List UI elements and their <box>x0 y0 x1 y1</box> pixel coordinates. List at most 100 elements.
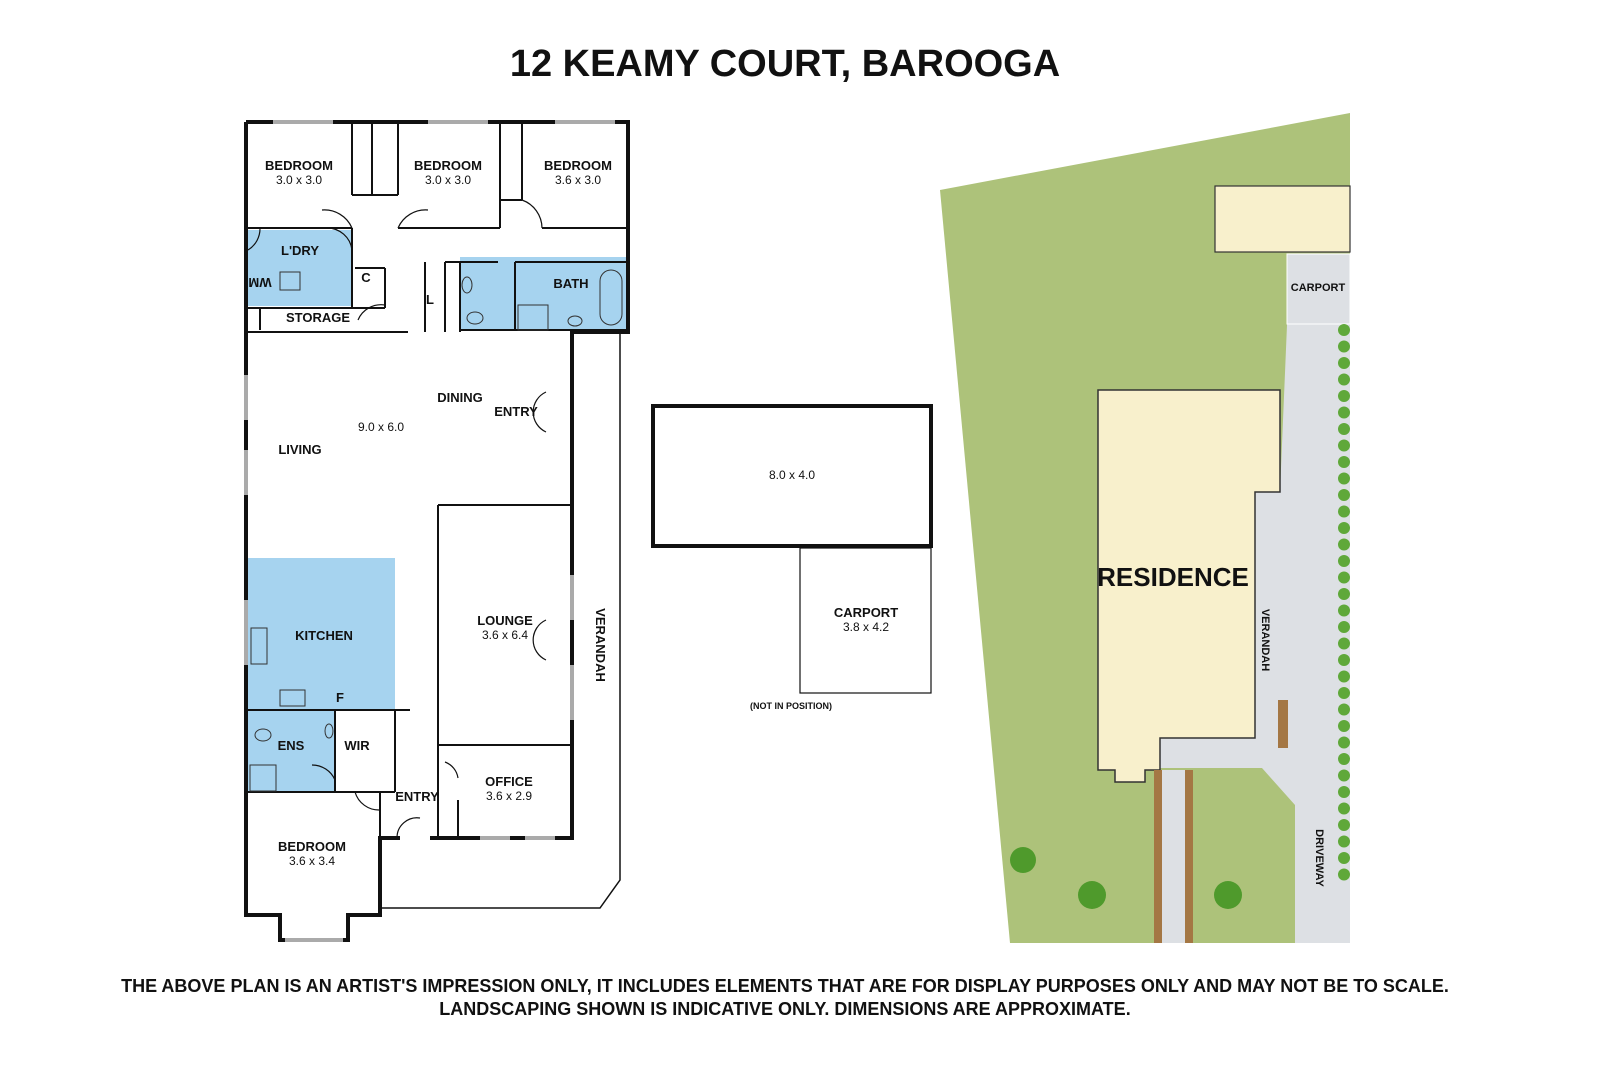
shrub-icon <box>1338 835 1350 848</box>
room-label: BEDROOM <box>544 158 612 173</box>
room-label: OFFICE <box>485 774 533 789</box>
site-carport <box>1286 253 1351 325</box>
room-labels: BEDROOM 3.0 x 3.0 BEDROOM 3.0 x 3.0 BEDR… <box>248 158 612 868</box>
shrub-icon <box>1338 505 1350 518</box>
room-label: BEDROOM <box>414 158 482 173</box>
room-label: L <box>426 292 434 307</box>
room-label: ENS <box>278 738 305 753</box>
shrub-icon <box>1338 588 1350 600</box>
tree-icon <box>1214 881 1242 909</box>
bathtub-icon <box>599 269 623 326</box>
carport-label: CARPORT <box>834 605 898 620</box>
exterior-wall-bedroom <box>244 122 400 942</box>
garden-bed <box>1154 770 1162 943</box>
room-label: VERANDAH <box>593 608 608 682</box>
room-label: DINING <box>437 390 483 405</box>
room-size: 3.6 x 2.9 <box>486 789 532 803</box>
shed-size: 8.0 x 4.0 <box>769 468 815 482</box>
shrub-icon <box>1338 670 1350 683</box>
shrub-icon <box>1338 390 1350 402</box>
shrub-icon <box>1338 621 1350 633</box>
shower-icon <box>249 764 277 792</box>
room-label: BATH <box>553 276 588 291</box>
toilet-icon <box>254 728 272 742</box>
shrub-icon <box>1338 324 1350 336</box>
shrub-icon <box>1338 456 1350 468</box>
floor-plan: BEDROOM 3.0 x 3.0 BEDROOM 3.0 x 3.0 BEDR… <box>244 120 630 942</box>
carport-size: 3.8 x 4.2 <box>843 620 889 634</box>
room-label: STORAGE <box>286 310 350 325</box>
room-label: LIVING <box>278 442 321 457</box>
site-plan: CARPORT RESIDENCE VERANDAH DRIVEWAY <box>940 113 1351 943</box>
room-label: LOUNGE <box>477 613 533 628</box>
room-size: 3.0 x 3.0 <box>425 173 471 187</box>
shrub-icon <box>1338 637 1350 650</box>
shrub-icon <box>1338 373 1350 386</box>
shrub-icon <box>1338 769 1350 782</box>
shrub-icon <box>1338 654 1350 666</box>
kitchen-sink-icon <box>250 627 268 665</box>
basin-icon <box>567 315 583 327</box>
room-label: WIR <box>344 738 370 753</box>
shrub-icon <box>1338 703 1350 716</box>
shrub-icon <box>1338 357 1350 369</box>
room-label: KITCHEN <box>295 628 353 643</box>
path <box>1162 770 1185 943</box>
room-label: L'DRY <box>281 243 319 258</box>
shrub-icon <box>1338 472 1350 485</box>
fixtures <box>249 269 623 792</box>
room-size: 9.0 x 6.0 <box>358 420 404 434</box>
shrub-icon <box>1338 819 1350 831</box>
shrub-icon <box>1338 571 1350 584</box>
shed <box>651 404 933 548</box>
cooktop-icon <box>279 689 306 707</box>
doors <box>247 199 547 839</box>
room-size: 3.0 x 3.0 <box>276 173 322 187</box>
shrub-icon <box>1338 489 1350 501</box>
hedge <box>1338 324 1350 881</box>
room-label: BEDROOM <box>278 839 346 854</box>
shrub-icon <box>1338 852 1350 864</box>
not-in-position-note: (NOT IN POSITION) <box>750 701 832 711</box>
shrub-icon <box>1338 720 1350 732</box>
toilet-icon <box>466 311 484 325</box>
room-label: C <box>361 270 371 285</box>
laundry-sink-icon <box>279 271 301 291</box>
garden-bed <box>1278 700 1288 748</box>
room-size: 3.6 x 3.0 <box>555 173 601 187</box>
site-carport-label: CARPORT <box>1291 282 1346 294</box>
shrub-icon <box>1338 522 1350 534</box>
room-size: 3.6 x 6.4 <box>482 628 528 642</box>
site-verandah-label: VERANDAH <box>1259 609 1271 671</box>
shrub-icon <box>1338 439 1350 452</box>
disclaimer-line: LANDSCAPING SHOWN IS INDICATIVE ONLY. DI… <box>439 999 1130 1019</box>
shrub-icon <box>1338 753 1350 765</box>
garden-bed <box>1185 770 1193 943</box>
basin-icon <box>324 723 334 739</box>
shrub-icon <box>1338 340 1350 353</box>
shrub-icon <box>1338 423 1350 435</box>
shower-icon <box>517 304 549 331</box>
page-title: 12 KEAMY COURT, BAROOGA <box>510 43 1060 85</box>
shrub-icon <box>1338 736 1350 749</box>
shrub-icon <box>1338 555 1350 567</box>
shrub-icon <box>1338 604 1350 617</box>
windows <box>244 120 615 942</box>
room-label: ENTRY <box>494 404 538 419</box>
wet-areas <box>248 230 628 792</box>
disclaimer-line: THE ABOVE PLAN IS AN ARTIST'S IMPRESSION… <box>121 976 1449 996</box>
tree-icon <box>1078 881 1106 909</box>
room-label: F <box>336 690 344 705</box>
residence-label: RESIDENCE <box>1097 562 1249 592</box>
driveway-label: DRIVEWAY <box>1313 829 1325 887</box>
outbuilding: 8.0 x 4.0 CARPORT 3.8 x 4.2 (NOT IN POSI… <box>651 404 933 711</box>
shrub-icon <box>1338 802 1350 815</box>
shrub-icon <box>1338 538 1350 551</box>
shrub-icon <box>1338 406 1350 419</box>
shrub-icon <box>1338 868 1350 881</box>
shrub-icon <box>1338 687 1350 699</box>
room-label: WM <box>248 275 271 290</box>
basin-icon <box>461 276 473 294</box>
room-label: BEDROOM <box>265 158 333 173</box>
